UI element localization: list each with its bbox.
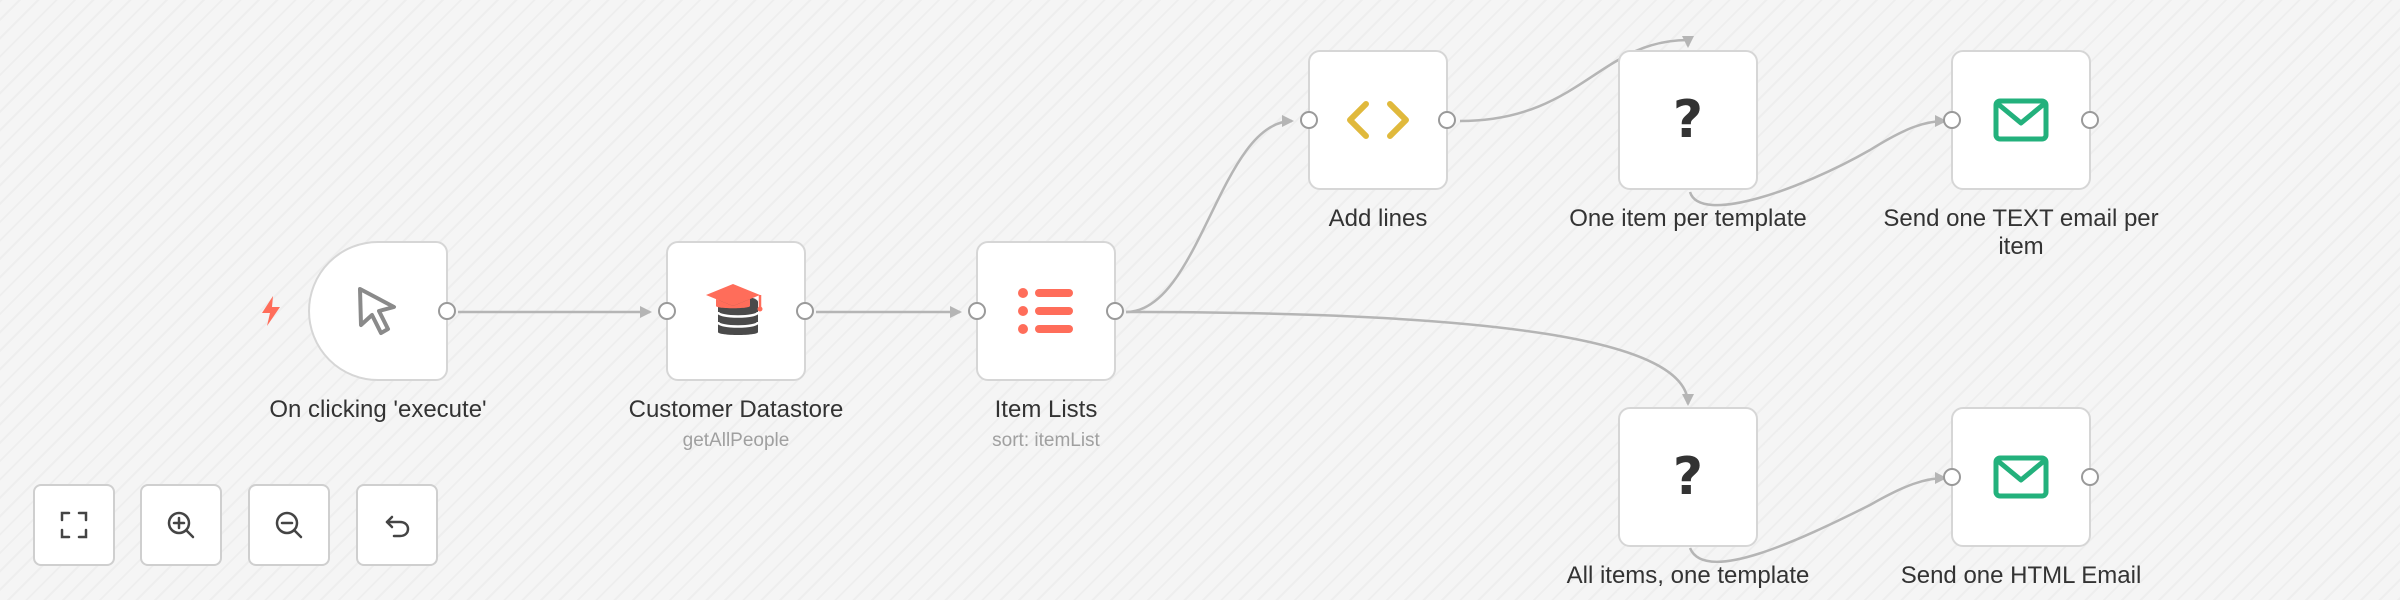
zoom-out-button[interactable] bbox=[248, 484, 330, 566]
mail-icon bbox=[1993, 98, 2049, 142]
mail-icon bbox=[1993, 455, 2049, 499]
edge-itemlists-allitems[interactable] bbox=[1125, 310, 1694, 406]
addlines-input-port[interactable] bbox=[1300, 111, 1318, 129]
itemlists-output-port[interactable] bbox=[1106, 302, 1124, 320]
htmlemail-input-port[interactable] bbox=[1943, 468, 1961, 486]
datastore-output-port[interactable] bbox=[796, 302, 814, 320]
zoom-out-icon bbox=[275, 511, 303, 539]
undo-icon bbox=[385, 515, 410, 538]
code-icon bbox=[1347, 101, 1409, 139]
addlines-output-port[interactable] bbox=[1438, 111, 1456, 129]
node-customer-datastore[interactable] bbox=[658, 241, 814, 381]
node-all-items-one-template[interactable]: ? bbox=[1618, 407, 1758, 547]
node-add-lines[interactable] bbox=[1300, 50, 1456, 190]
htmlemail-label: Send one HTML Email bbox=[1900, 562, 2142, 589]
trigger-output-port[interactable] bbox=[438, 302, 456, 320]
zoom-in-button[interactable] bbox=[140, 484, 222, 566]
question-icon: ? bbox=[1672, 90, 1704, 150]
textemail-label: Send one TEXT email per item bbox=[1883, 205, 2159, 260]
node-send-text-email[interactable] bbox=[1943, 50, 2099, 190]
htmlemail-output-port[interactable] bbox=[2081, 468, 2099, 486]
node-on-clicking-execute[interactable] bbox=[308, 241, 456, 381]
trigger-bolt-icon bbox=[262, 296, 280, 326]
node-item-lists[interactable] bbox=[968, 241, 1124, 381]
textemail-output-port[interactable] bbox=[2081, 111, 2099, 129]
textemail-input-port[interactable] bbox=[1943, 111, 1961, 129]
node-one-item-per-template[interactable]: ? bbox=[1618, 50, 1758, 190]
datastore-icon bbox=[706, 284, 763, 335]
fit-view-button[interactable] bbox=[33, 484, 115, 566]
cursor-arrow-icon bbox=[358, 287, 396, 335]
reset-button[interactable] bbox=[356, 484, 438, 566]
datastore-input-port[interactable] bbox=[658, 302, 676, 320]
allitems-label: All items, one template bbox=[1566, 562, 1810, 589]
itemlists-input-port[interactable] bbox=[968, 302, 986, 320]
itemlists-label: Item Lists bbox=[994, 396, 1098, 423]
datastore-label: Customer Datastore bbox=[628, 396, 844, 423]
list-icon bbox=[1018, 288, 1073, 334]
trigger-label: On clicking 'execute' bbox=[269, 396, 487, 423]
fit-view-icon bbox=[60, 511, 88, 539]
itemlists-subtitle: sort: itemList bbox=[992, 430, 1100, 451]
zoom-in-icon bbox=[167, 511, 195, 539]
addlines-label: Add lines bbox=[1328, 205, 1428, 232]
datastore-subtitle: getAllPeople bbox=[682, 430, 790, 451]
node-send-html-email[interactable] bbox=[1943, 407, 2099, 547]
oneitem-label: One item per template bbox=[1569, 205, 1807, 232]
question-icon: ? bbox=[1672, 447, 1704, 507]
